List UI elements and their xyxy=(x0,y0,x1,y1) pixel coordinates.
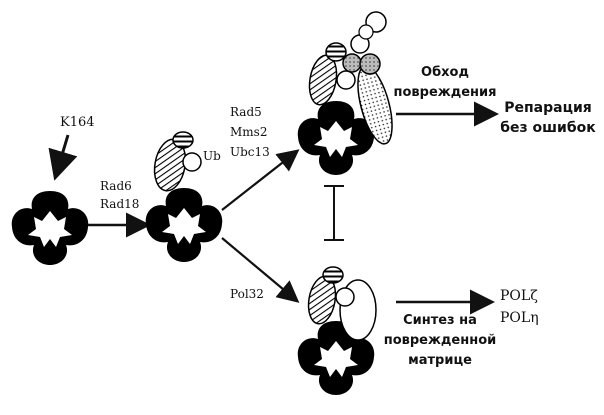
ubc13-protein-shape xyxy=(359,53,381,75)
pcna-ring-unmodified xyxy=(11,191,89,265)
synthesis-label-line2: поврежденной xyxy=(384,333,497,348)
bypass-label-line1: Обход xyxy=(421,65,469,80)
repair-label-line2: без ошибок xyxy=(500,120,596,136)
rad6-protein-shape xyxy=(172,131,194,149)
pol-eta-label: POLη xyxy=(500,310,539,326)
ubiquitin-shape xyxy=(182,152,202,172)
k164-label: K164 xyxy=(60,115,95,130)
rad5-label: Rad5 xyxy=(230,105,262,119)
k164-arrow xyxy=(48,134,78,181)
arrow-to-synthesis-branch xyxy=(221,237,300,303)
synthesis-label-line1: Синтез на xyxy=(403,313,477,328)
ubiquitin-chain-2 xyxy=(342,53,362,73)
pol32-label: Pol32 xyxy=(230,287,264,301)
arrow-to-bypass-branch xyxy=(221,149,300,211)
ubc13-label: Ubc13 xyxy=(230,145,270,159)
mms2-label: Mms2 xyxy=(230,125,267,139)
repair-label-line1: Репарация xyxy=(504,100,592,116)
ubiquitin-chain-1 xyxy=(336,70,356,90)
rad6-label: Rad6 xyxy=(100,179,132,193)
rad6-protein-shape-bottom xyxy=(322,266,344,284)
bypass-label-line2: повреждения xyxy=(394,85,497,100)
synthesis-label-line3: матрице xyxy=(408,353,472,368)
pol-zeta-label: POLζ xyxy=(500,288,538,304)
pcna-ring-monoubiquitinated xyxy=(145,188,223,262)
ubiquitin-chain-5 xyxy=(358,24,374,40)
rad6-protein-shape-top xyxy=(325,42,347,62)
rad18-label: Rad18 xyxy=(100,197,139,211)
ub-label: Ub xyxy=(203,149,221,163)
ubiquitin-shape-bottom xyxy=(335,287,355,307)
